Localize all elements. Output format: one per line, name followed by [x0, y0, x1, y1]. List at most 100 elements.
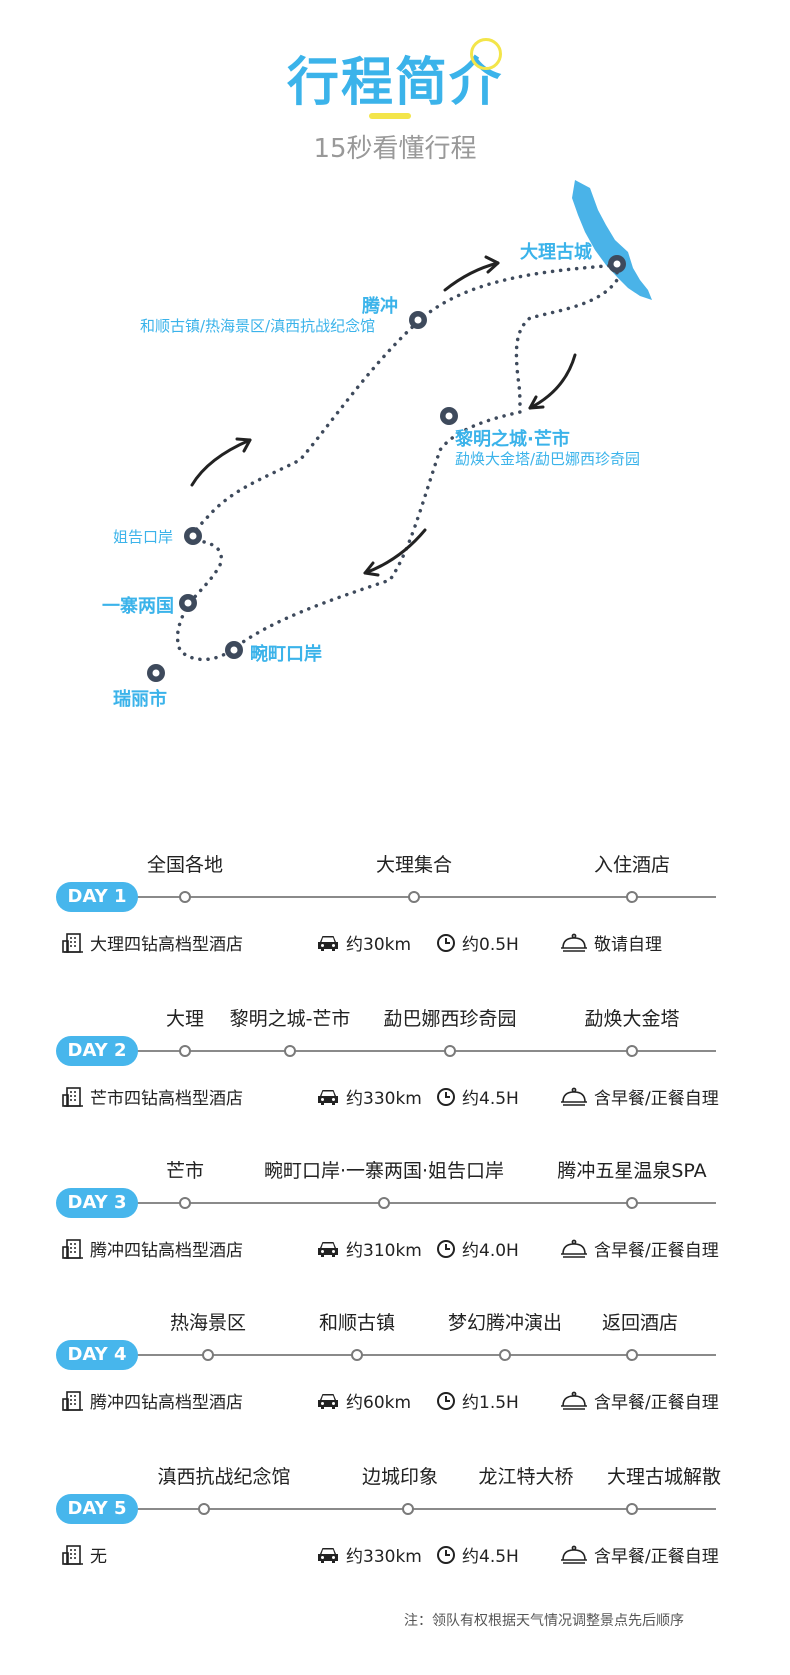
- car-icon: [318, 1393, 338, 1409]
- meal-info: 含早餐/正餐自理: [560, 1542, 719, 1567]
- timeline: [120, 1050, 716, 1052]
- duration-value: 约1.5H: [462, 1393, 519, 1413]
- arrow-icon: [443, 255, 500, 292]
- meal-value: 敬请自理: [594, 935, 662, 955]
- clock-icon: [437, 1545, 455, 1564]
- day-badge: DAY 3: [56, 1188, 138, 1218]
- location-marker-jiegao: [184, 527, 202, 545]
- map-label-mangshi-sub: 勐焕大金塔/勐巴娜西珍奇园: [455, 450, 641, 468]
- location-marker-yizhai: [179, 594, 197, 612]
- stop-dot: [179, 1045, 191, 1057]
- car-icon: [318, 1089, 338, 1105]
- arrow-icon: [363, 528, 427, 577]
- duration-info: 约4.0H: [436, 1236, 519, 1261]
- stop-label: 勐焕大金塔: [584, 1008, 680, 1030]
- car-icon: [318, 1241, 338, 1257]
- location-marker-mangshi: [440, 407, 458, 425]
- page-subtitle: 15秒看懂行程: [313, 134, 477, 164]
- stop-dot: [202, 1349, 214, 1361]
- stop-dot: [284, 1045, 296, 1057]
- hotel-info: 大理四钻高档型酒店: [62, 930, 243, 955]
- day-badge: DAY 1: [56, 882, 138, 912]
- meal-dome-icon: [561, 1391, 587, 1410]
- meal-value: 含早餐/正餐自理: [594, 1547, 719, 1567]
- day-row: DAY 2 大理 黎明之城-芒市 勐巴娜西珍奇园 勐焕大金塔 芒市四钻高档型酒店…: [0, 1004, 790, 1114]
- meal-value: 含早餐/正餐自理: [594, 1393, 719, 1413]
- stop-label: 入住酒店: [593, 854, 671, 876]
- stop-label: 勐巴娜西珍奇园: [383, 1008, 517, 1030]
- hotel-info: 腾冲四钻高档型酒店: [62, 1236, 243, 1261]
- hotel-name: 无: [90, 1547, 107, 1567]
- meal-dome-icon: [561, 1545, 587, 1564]
- duration-value: 约4.5H: [462, 1089, 519, 1109]
- map-label-wanting: 畹町口岸: [250, 644, 322, 665]
- clock-icon: [437, 1391, 455, 1410]
- arrow-icon: [528, 353, 577, 410]
- stop-dot: [626, 1349, 638, 1361]
- stop-dot: [626, 891, 638, 903]
- hotel-name: 芒市四钻高档型酒店: [90, 1089, 243, 1109]
- duration-info: 约1.5H: [436, 1388, 519, 1413]
- day-badge: DAY 2: [56, 1036, 138, 1066]
- sun-deco-icon: [470, 38, 502, 70]
- route-map-svg: [147, 180, 652, 682]
- clock-icon: [437, 933, 455, 952]
- distance-value: 约310km: [346, 1241, 422, 1261]
- car-icon: [318, 1547, 338, 1563]
- day-badge: DAY 4: [56, 1340, 138, 1370]
- meal-info: 含早餐/正餐自理: [560, 1236, 719, 1261]
- stop-dot: [179, 1197, 191, 1209]
- hotel-icon: [62, 932, 83, 953]
- meal-dome-icon: [561, 1087, 587, 1106]
- stop-label: 返回酒店: [601, 1312, 679, 1334]
- duration-value: 约0.5H: [462, 935, 519, 955]
- map-label-dali: 大理古城: [520, 242, 592, 263]
- stop-label: 龙江特大桥: [478, 1466, 574, 1488]
- duration-value: 约4.5H: [462, 1547, 519, 1567]
- timeline: [120, 1202, 716, 1204]
- duration-info: 约4.5H: [436, 1084, 519, 1109]
- map-label-yizhai: 一寨两国: [102, 596, 174, 617]
- hotel-icon: [62, 1390, 83, 1411]
- stop-label: 大理古城解散: [606, 1466, 722, 1488]
- duration-info: 约0.5H: [436, 930, 519, 955]
- hotel-info: 腾冲四钻高档型酒店: [62, 1388, 243, 1413]
- meal-value: 含早餐/正餐自理: [594, 1089, 719, 1109]
- stop-label: 和顺古镇: [318, 1312, 396, 1334]
- meal-dome-icon: [561, 933, 587, 952]
- stop-label: 黎明之城-芒市: [229, 1008, 351, 1030]
- hotel-icon: [62, 1544, 83, 1565]
- meal-info: 含早餐/正餐自理: [560, 1388, 719, 1413]
- hotel-name: 腾冲四钻高档型酒店: [90, 1241, 243, 1261]
- arrow-icon: [190, 437, 252, 487]
- route-path: [175, 263, 619, 662]
- stop-dot: [626, 1197, 638, 1209]
- day-row: DAY 3 芒市 畹町口岸·一寨两国·姐告口岸 腾冲五星温泉SPA 腾冲四钻高档…: [0, 1156, 790, 1266]
- stop-label: 滇西抗战纪念馆: [157, 1466, 291, 1488]
- clock-icon: [437, 1239, 455, 1258]
- stop-label: 芒市: [165, 1160, 205, 1182]
- stop-label: 边城印象: [361, 1466, 439, 1488]
- clock-icon: [437, 1087, 455, 1106]
- page-title: 行程简介: [286, 53, 503, 113]
- day-row: DAY 4 热海景区 和顺古镇 梦幻腾冲演出 返回酒店 腾冲四钻高档型酒店 约6…: [0, 1308, 790, 1418]
- map-label-jiegao: 姐告口岸: [113, 528, 174, 546]
- location-marker-wanting: [225, 641, 243, 659]
- map-label-ruili: 瑞丽市: [113, 689, 167, 710]
- stop-dot: [179, 891, 191, 903]
- distance-value: 约60km: [346, 1393, 412, 1413]
- stop-dot: [626, 1503, 638, 1515]
- stop-dot: [499, 1349, 511, 1361]
- map-label-tengchong: 腾冲: [362, 296, 398, 317]
- distance-info: 约310km: [316, 1236, 422, 1261]
- distance-info: 约60km: [316, 1388, 411, 1413]
- meal-info: 敬请自理: [560, 930, 662, 955]
- meal-value: 含早餐/正餐自理: [594, 1241, 719, 1261]
- car-icon: [318, 935, 338, 951]
- stop-label: 畹町口岸·一寨两国·姐告口岸: [263, 1160, 505, 1182]
- stop-dot: [444, 1045, 456, 1057]
- stop-dot: [402, 1503, 414, 1515]
- day-row: DAY 5 滇西抗战纪念馆 边城印象 龙江特大桥 大理古城解散 无 约330km…: [0, 1462, 790, 1572]
- duration-value: 约4.0H: [462, 1241, 519, 1261]
- route-map: 大理古城 腾冲 和顺古镇/热海景区/滇西抗战纪念馆 黎明之城·芒市 勐焕大金塔/…: [0, 180, 790, 770]
